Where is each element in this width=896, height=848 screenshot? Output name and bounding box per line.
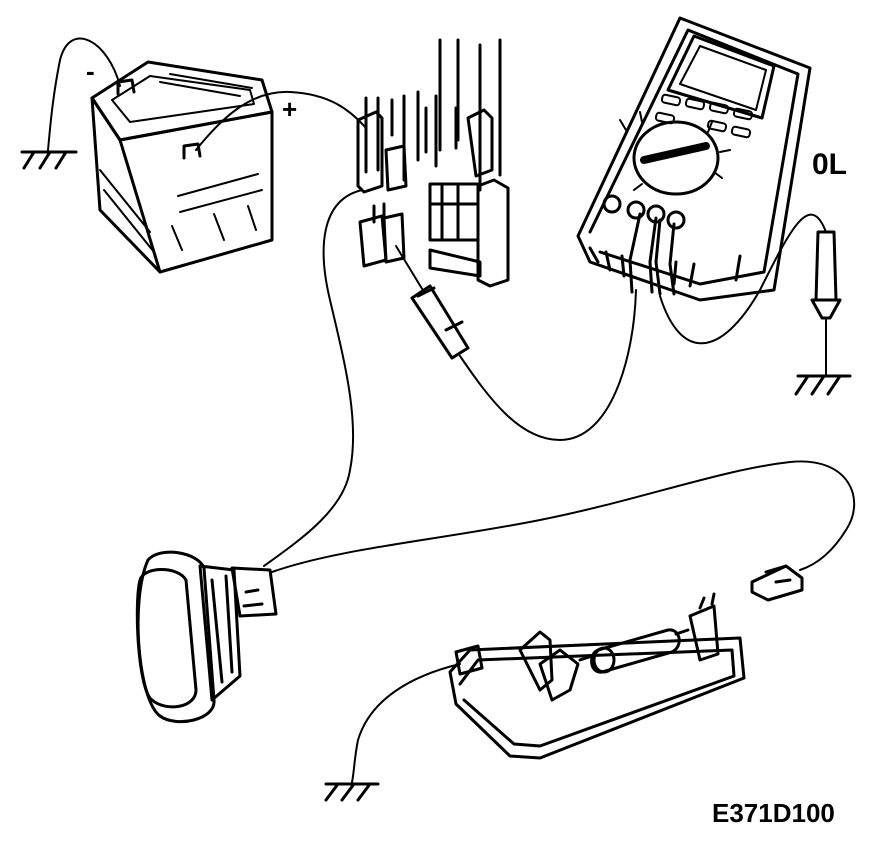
meter-reading-label: 0L [812,148,847,181]
switch-to-lamp-wire [271,460,856,573]
battery-terminal-negative: - [86,56,95,86]
multimeter [576,16,812,302]
test-probe-fuse [395,245,470,360]
fuse-to-switch-wire [263,189,363,567]
lamp-ground-wire [351,663,461,783]
multimeter-rotary-dial [619,111,731,196]
meter-ground-lead [659,213,827,345]
probe-to-meter-wire [459,289,637,441]
multimeter-display [666,34,776,120]
ground-symbol-battery [20,150,78,170]
ground-symbol-meter [794,374,852,396]
ground-symbol-lamp [324,782,380,802]
battery-ground-wire [47,37,121,151]
lamp-assembly [448,592,746,760]
lamp-bulb [590,628,681,674]
figure-code: E371D100 [712,798,835,828]
meter-reading: 0L [812,148,847,181]
lamp-connector [750,564,804,602]
meter-test-leads [628,212,676,296]
door-switch [135,550,278,724]
battery-positive-wire [195,90,367,151]
multimeter-jacks [602,194,686,230]
battery [90,60,274,274]
battery-terminal-positive: + [282,94,297,124]
battery-positive-label: + [282,94,297,124]
battery-negative-label: - [86,56,95,86]
fuse-block [356,38,510,288]
test-probe-ground [810,230,842,375]
